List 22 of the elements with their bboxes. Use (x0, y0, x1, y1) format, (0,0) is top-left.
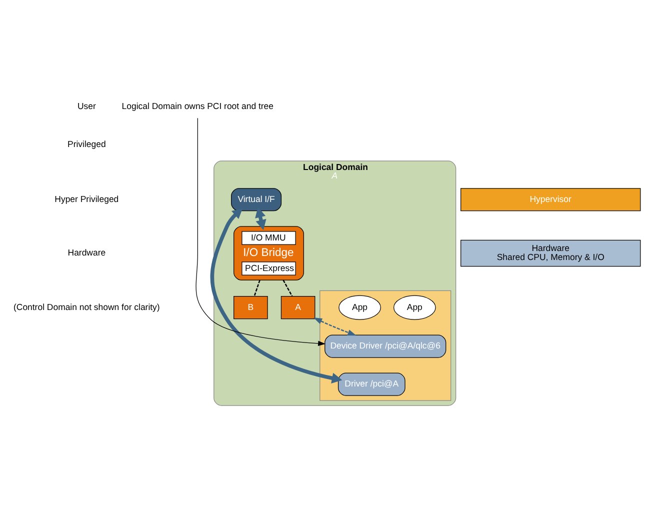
label: Hyper Privileged (54, 193, 119, 204)
label: (Control Domain not shown for clarity) (14, 301, 160, 312)
node-box: I/O MMU I/O Bridge PCI-Express (234, 226, 304, 280)
node-ellipse: App (393, 294, 436, 320)
node-box: Hypervisor (460, 188, 641, 211)
arrow (210, 208, 342, 383)
arrow (196, 117, 326, 346)
label: Hardware (68, 247, 106, 258)
label: Privileged (68, 138, 106, 149)
node-box: B (234, 296, 268, 319)
connector (254, 279, 260, 296)
node-box: A (280, 296, 316, 319)
node-ellipse: App (338, 294, 381, 320)
arrow (313, 317, 356, 336)
node-text: Logical Domain owns PCI root and tree (122, 100, 274, 111)
arrow (255, 206, 266, 230)
node-box: Device Driver /pci@A/qlc@6 (324, 334, 446, 358)
connector (282, 279, 293, 296)
label: User (77, 100, 96, 111)
node-box: Hardware Shared CPU, Memory & I/O (460, 239, 641, 266)
node-box: Driver /pci@A (338, 372, 406, 396)
node-box: Virtual I/F (231, 188, 282, 211)
